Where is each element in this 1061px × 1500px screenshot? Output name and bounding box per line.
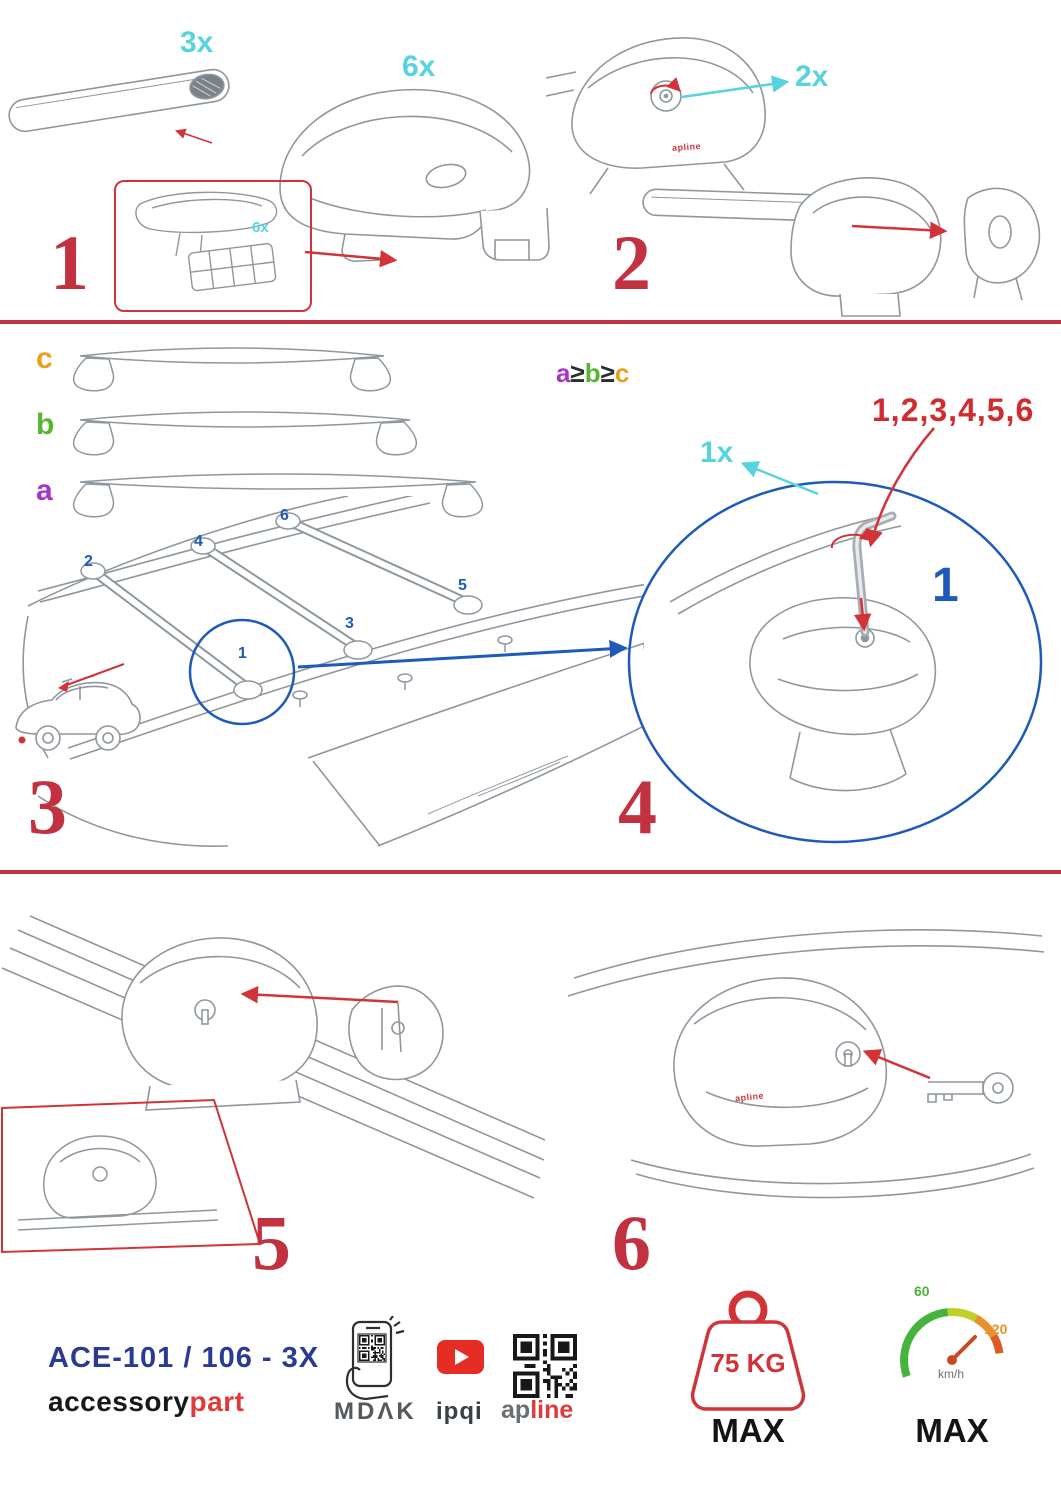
brand-part: part bbox=[189, 1386, 245, 1417]
apline-logo: apline bbox=[501, 1398, 573, 1423]
speed-max-label: MAX bbox=[915, 1412, 989, 1449]
speed-high-label: 120 bbox=[984, 1321, 1008, 1337]
step-1-number: 1 bbox=[50, 219, 89, 306]
rule-a: a bbox=[556, 358, 571, 388]
clamp-piece bbox=[348, 985, 444, 1081]
brand-wordmark: accessorypart bbox=[48, 1388, 244, 1416]
step-4-number: 4 bbox=[618, 763, 657, 850]
apline-ap: ap bbox=[501, 1396, 531, 1424]
qr-code bbox=[513, 1334, 577, 1398]
bar-b-illustration bbox=[72, 411, 418, 456]
position-2: 2 bbox=[84, 553, 93, 570]
weight-limit-value: 75 KG bbox=[710, 1348, 786, 1378]
apline-line: line bbox=[530, 1396, 574, 1424]
sequence-start-callout: 1 bbox=[932, 559, 959, 612]
anchor-clips bbox=[292, 635, 513, 707]
pad-detail-inset bbox=[114, 180, 312, 312]
position-6: 6 bbox=[280, 507, 289, 524]
key bbox=[927, 1072, 1014, 1104]
position-5: 5 bbox=[458, 577, 467, 594]
crossbars-on-roof bbox=[89, 516, 471, 692]
end-cap-piece bbox=[963, 187, 1041, 284]
mdak-logo: MDΛK bbox=[334, 1398, 417, 1425]
section-divider-2 bbox=[0, 870, 1061, 874]
gauge-needle bbox=[950, 1335, 977, 1362]
size-rule: a≥b≥c bbox=[556, 360, 629, 386]
qty-label-feet: 6x bbox=[402, 50, 436, 83]
crossbar-illustration bbox=[8, 68, 230, 133]
step-6-number: 6 bbox=[612, 1199, 651, 1286]
zoom-circle bbox=[627, 480, 1043, 844]
youtube-icon bbox=[437, 1340, 484, 1374]
rule-ge2: ≥ bbox=[600, 358, 615, 388]
qty-label-bars: 3x bbox=[180, 26, 214, 59]
qty-label-locks: 2x bbox=[795, 60, 829, 93]
rule-ge1: ≥ bbox=[570, 358, 585, 388]
position-4: 4 bbox=[194, 533, 203, 550]
lock-key-illustration bbox=[567, 929, 1045, 1199]
speed-low-label: 60 bbox=[914, 1283, 930, 1299]
bar-label-a: a bbox=[36, 474, 53, 507]
rule-b: b bbox=[584, 358, 601, 388]
step-3-number: 3 bbox=[28, 763, 67, 850]
model-number: ACE-101 / 106 - 3X bbox=[48, 1342, 320, 1374]
brand-mark-step2: apline bbox=[671, 141, 702, 153]
qty-label-pads: 6x bbox=[252, 219, 269, 236]
direction-arrow bbox=[63, 663, 125, 687]
tightening-detail-view bbox=[627, 480, 1043, 844]
mounted-foot-inset-illustration bbox=[17, 1135, 219, 1231]
tightening-sequence: 1,2,3,4,5,6 bbox=[872, 392, 1035, 428]
foot-clamp-illustration bbox=[279, 88, 550, 262]
qty-label-tool: 1x bbox=[700, 436, 734, 469]
speed-unit-label: km/h bbox=[938, 1367, 965, 1381]
phone-screen-qr-code bbox=[359, 1335, 385, 1361]
brand-accessory: accessory bbox=[48, 1386, 190, 1417]
rule-c: c bbox=[614, 358, 630, 388]
rubber-pad-illustration bbox=[135, 191, 278, 292]
foot-lock-illustration bbox=[546, 37, 766, 195]
bar-label-c: c bbox=[36, 342, 53, 375]
section-divider-1 bbox=[0, 320, 1061, 324]
step-2-number: 2 bbox=[612, 219, 651, 306]
ipqi-logo: ipqi bbox=[436, 1398, 483, 1425]
speedometer-icon bbox=[900, 1308, 1004, 1378]
bar-foot-assembly-illustration bbox=[642, 177, 1041, 317]
car-side-view bbox=[15, 663, 141, 751]
position-dot bbox=[18, 736, 26, 744]
position-3: 3 bbox=[345, 615, 354, 632]
bar-label-b: b bbox=[36, 408, 55, 441]
step-5-number: 5 bbox=[252, 1199, 291, 1286]
position-1: 1 bbox=[238, 645, 247, 662]
weight-max-label: MAX bbox=[711, 1412, 785, 1449]
weight-max-icon bbox=[690, 1290, 806, 1411]
bar-a-illustration bbox=[72, 473, 484, 518]
bar-c-illustration bbox=[72, 347, 392, 392]
